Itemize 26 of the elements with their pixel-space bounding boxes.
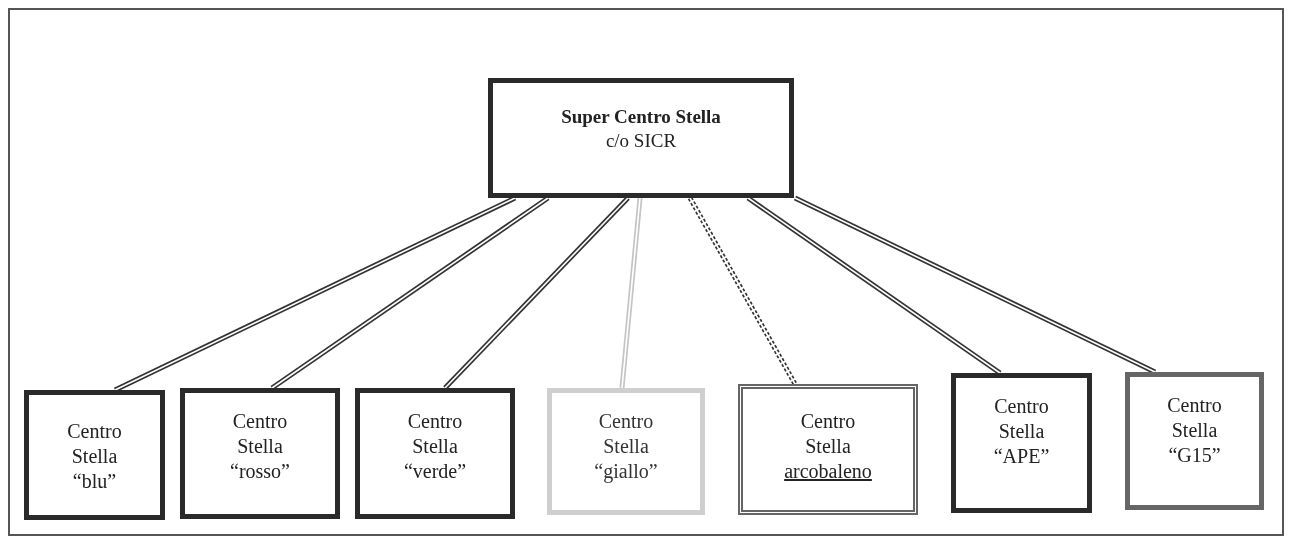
center-name: Super Centro Stella — [561, 105, 721, 129]
center-name: Centro Stella — [406, 409, 464, 459]
center-subtitle: “verde” — [402, 459, 468, 484]
center-subtitle: “G15” — [1167, 443, 1222, 468]
center-name: Centro Stella — [993, 394, 1050, 444]
center-name: Centro Stella — [66, 419, 123, 469]
center-subtitle: c/o SICR — [605, 128, 677, 153]
center-box — [488, 78, 794, 198]
center-name: Centro Stella — [231, 409, 289, 459]
center-box — [355, 388, 515, 519]
connector-line — [443, 196, 630, 390]
center-name: Centro Stella — [1166, 393, 1223, 443]
center-box — [24, 390, 165, 520]
center-subtitle: arcobaleno — [783, 459, 873, 484]
center-subtitle: “APE” — [992, 444, 1051, 469]
center-box — [180, 388, 340, 519]
center-box — [547, 388, 705, 515]
connector-line — [687, 196, 798, 386]
center-box — [951, 373, 1092, 513]
center-subtitle: “rosso” — [229, 459, 291, 484]
center-subtitle: “blu” — [71, 469, 118, 494]
center-box — [1125, 372, 1264, 510]
center-subtitle: “giallo” — [593, 459, 659, 484]
center-box — [738, 384, 918, 515]
connector-line — [619, 197, 643, 389]
center-name: Centro Stella — [597, 409, 655, 459]
